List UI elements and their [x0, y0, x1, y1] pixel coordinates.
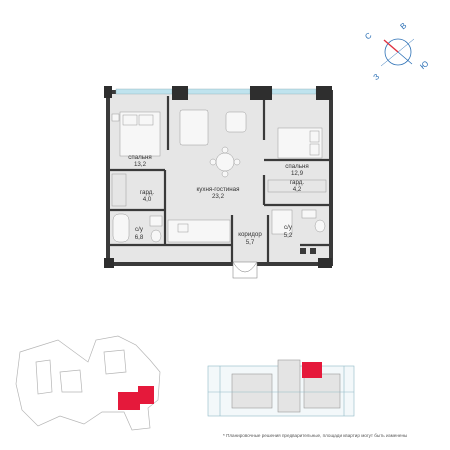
- sink: [301, 209, 317, 219]
- key-plan-core: [231, 373, 273, 409]
- compass-axis: [380, 38, 415, 67]
- sofa: [179, 109, 209, 146]
- pillow: [309, 143, 320, 156]
- interior-walls: [110, 96, 329, 262]
- selected-section: [118, 386, 154, 410]
- building-block: [103, 349, 127, 375]
- room-name-corridor: коридор: [238, 231, 262, 238]
- room-area-corridor: 5,7: [246, 239, 255, 246]
- chair: [209, 158, 217, 166]
- building-block: [59, 369, 83, 393]
- compass: С В Ю З: [363, 21, 430, 82]
- disclaimer-star: *: [223, 433, 225, 438]
- bathtub: [112, 213, 130, 243]
- site-map: [15, 335, 161, 431]
- column: [250, 86, 272, 100]
- room-name-bedroom-2: спальня: [285, 163, 309, 170]
- room-name-wardrobe-1: гард.: [140, 189, 154, 196]
- building-block: [35, 359, 53, 395]
- armchair: [225, 111, 247, 133]
- bedroom-1-furniture: [111, 111, 161, 157]
- room-area-bedroom-2: 12,9: [291, 170, 304, 177]
- bedroom-2-furniture: [277, 127, 323, 159]
- pillow: [122, 114, 138, 126]
- selected-apartment-marker: [302, 362, 322, 378]
- pillow: [309, 130, 320, 143]
- toilet: [314, 219, 326, 233]
- column: [318, 258, 332, 268]
- wardrobe-fixtures: [111, 173, 327, 207]
- column: [172, 86, 188, 100]
- compass-west-label: З: [372, 72, 382, 82]
- door-swing: [232, 261, 258, 273]
- room-area-bathroom-1: 6,8: [135, 234, 144, 241]
- room-area-bathroom-2: 5,2: [284, 232, 293, 239]
- disclaimer-text: Планировочные решения предварительные, п…: [226, 433, 408, 438]
- window: [271, 88, 317, 95]
- door-leaf: [232, 261, 258, 279]
- toilet: [150, 229, 162, 243]
- floor-key-plan: [207, 359, 355, 417]
- site-outline: [15, 335, 161, 431]
- apartment-plan: спальня 13,2 гард. 4,0 кухня-гостиная 23…: [104, 86, 333, 279]
- window: [115, 88, 173, 95]
- chair: [221, 146, 229, 154]
- pillow: [138, 114, 154, 126]
- room-area-bedroom-1: 13,2: [134, 161, 147, 168]
- shower: [271, 209, 293, 235]
- wardrobe-1-shelf: [111, 173, 127, 207]
- compass-north-label: С: [363, 31, 373, 42]
- kitchen-counter: [167, 219, 231, 243]
- shaft: [300, 248, 306, 254]
- bathroom-fixtures: [112, 209, 326, 243]
- compass-east-label: В: [398, 21, 408, 31]
- nightstand: [111, 113, 120, 122]
- room-name-bathroom-2: с/у: [284, 224, 293, 231]
- compass-south-label: Ю: [418, 59, 430, 71]
- compass-needle-tail: [397, 51, 413, 65]
- key-plan-core: [303, 373, 341, 409]
- room-area-kitchen-living: 23,2: [212, 193, 225, 200]
- room-labels: спальня 13,2 гард. 4,0 кухня-гостиная 23…: [128, 154, 309, 246]
- room-area-wardrobe-2: 4,2: [293, 186, 302, 193]
- shaft: [310, 248, 316, 254]
- room-name-bathroom-1: с/у: [135, 226, 144, 233]
- column: [104, 258, 114, 268]
- entrance-door: [232, 261, 258, 279]
- round-table: [215, 152, 235, 172]
- room-name-bedroom-1: спальня: [128, 154, 152, 161]
- disclaimer-note: * Планировочные решения предварительные,…: [223, 433, 448, 438]
- sink: [149, 215, 163, 227]
- column: [316, 86, 332, 100]
- room-area-wardrobe-1: 4,0: [143, 196, 152, 203]
- compass-needle: [383, 39, 399, 53]
- room-name-wardrobe-2: гард.: [290, 179, 304, 186]
- window: [187, 88, 251, 95]
- room-name-kitchen-living: кухня-гостиная: [197, 186, 240, 193]
- wardrobe-2-shelf: [267, 179, 327, 193]
- chair: [221, 170, 229, 178]
- chair: [233, 158, 241, 166]
- key-plan-core: [277, 359, 301, 413]
- living-room-furniture: [167, 109, 247, 243]
- sink: [177, 223, 189, 233]
- column: [104, 86, 112, 98]
- compass-ring: [384, 38, 412, 66]
